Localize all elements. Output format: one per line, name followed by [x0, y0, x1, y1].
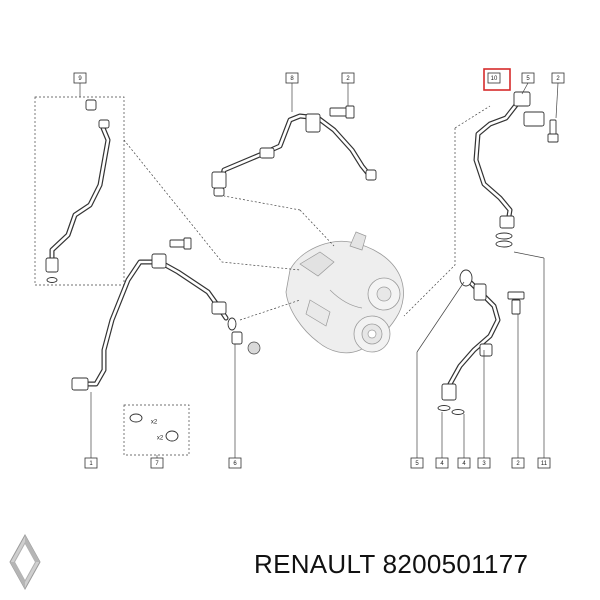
oil-pipe-9 — [45, 99, 111, 283]
oil-pipe-8 — [211, 113, 377, 197]
brand-part-number-label: RENAULT 8200501177 — [254, 549, 528, 580]
oil-pipe-3 — [437, 269, 501, 415]
svg-text:6: 6 — [233, 461, 237, 467]
svg-text:2: 2 — [346, 76, 350, 82]
callout-10-highlighted: 10 — [483, 68, 511, 91]
svg-text:5: 5 — [526, 76, 530, 82]
svg-text:5: 5 — [415, 461, 419, 467]
qty-label: x2 — [157, 436, 164, 442]
part-number: 8200501177 — [382, 549, 529, 579]
svg-text:10: 10 — [491, 76, 498, 82]
svg-text:9: 9 — [78, 76, 82, 82]
callout-9: 9 — [73, 72, 87, 84]
svg-text:4: 4 — [462, 461, 466, 467]
callout-7: 7 — [150, 457, 164, 469]
svg-text:4: 4 — [440, 461, 444, 467]
bolt-right-bottom — [507, 291, 525, 315]
callout-4: 4 — [457, 457, 471, 469]
oil-pipe-1 — [71, 253, 261, 391]
bolt-top — [329, 105, 355, 119]
bolt-left — [169, 237, 192, 250]
svg-text:8: 8 — [290, 76, 294, 82]
callout-11: 11 — [537, 457, 551, 469]
callout-1: 1 — [84, 457, 98, 469]
callout-5: 5 — [521, 72, 535, 84]
renault-diamond-logo-icon — [9, 533, 41, 591]
callout-8: 8 — [285, 72, 299, 84]
callout-4: 4 — [435, 457, 449, 469]
svg-text:7: 7 — [155, 461, 159, 467]
callout-2: 2 — [511, 457, 525, 469]
turbocharger-drawing — [285, 231, 404, 354]
callout-2: 2 — [341, 72, 355, 84]
svg-text:2: 2 — [556, 76, 560, 82]
callout-5: 5 — [410, 457, 424, 469]
svg-text:3: 3 — [482, 461, 486, 467]
svg-text:11: 11 — [541, 461, 548, 467]
assembly-group-9-frame — [34, 96, 125, 286]
callout-6: 6 — [228, 457, 242, 469]
callout-2: 2 — [551, 72, 565, 84]
leader-lines — [79, 82, 559, 458]
callout-3: 3 — [477, 457, 491, 469]
qty-label: x2 — [151, 420, 158, 426]
brand-name: RENAULT — [254, 549, 376, 579]
svg-text:1: 1 — [89, 461, 93, 467]
seal-kit-7-frame — [123, 404, 190, 456]
bolt-right-top — [547, 119, 559, 143]
oil-pipe-10 — [473, 91, 545, 248]
svg-text:2: 2 — [516, 461, 520, 467]
